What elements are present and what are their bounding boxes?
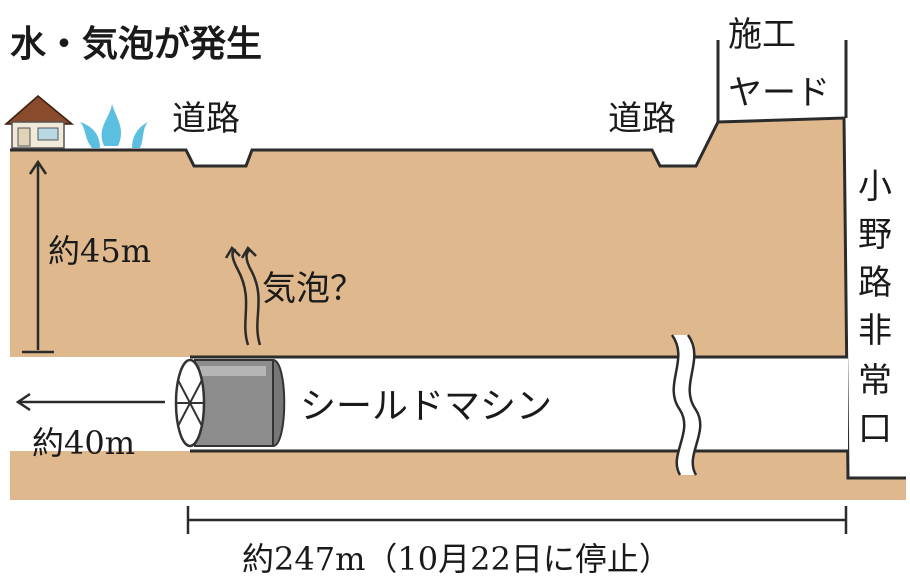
house-icon <box>4 95 75 149</box>
machine-label: シールドマシン <box>300 386 552 427</box>
shield-machine <box>174 358 286 448</box>
water-splash-icon <box>80 104 148 148</box>
road-label-right: 道路 <box>608 99 676 139</box>
shaft-label: 小 野 路 非 常 口 <box>858 167 892 449</box>
shaft-label-char: 口 <box>858 409 892 449</box>
shaft-label-char: 常 <box>858 361 892 401</box>
shaft-label-char: 非 <box>858 311 892 351</box>
title: 水・気泡が発生 <box>10 24 262 65</box>
road-label-left: 道路 <box>172 99 240 139</box>
distance-dimension <box>186 506 848 534</box>
tunnel <box>10 357 848 451</box>
bubble-arrows <box>224 245 262 346</box>
tunnel-remaining-label: 約40m <box>32 424 135 462</box>
construction-yard-line2: ヤード <box>728 73 830 113</box>
shaft-label-char: 小 <box>858 167 892 207</box>
tunnel-break-line-right <box>686 334 702 476</box>
shaft-label-char: 野 <box>858 215 892 255</box>
bubble-label: 気泡？ <box>262 269 364 309</box>
tunnel-break-line-left <box>670 334 686 476</box>
distance-label: 約247m（10月22日に停止） <box>242 540 671 578</box>
left-arrow <box>15 392 165 412</box>
depth-label: 約45m <box>48 232 151 270</box>
shaft-label-char: 路 <box>858 263 892 303</box>
tunnel-break-mark <box>672 335 701 475</box>
depth-dimension <box>22 159 54 354</box>
ground-surface-line <box>10 116 906 480</box>
construction-yard-line1: 施工 <box>728 15 796 55</box>
